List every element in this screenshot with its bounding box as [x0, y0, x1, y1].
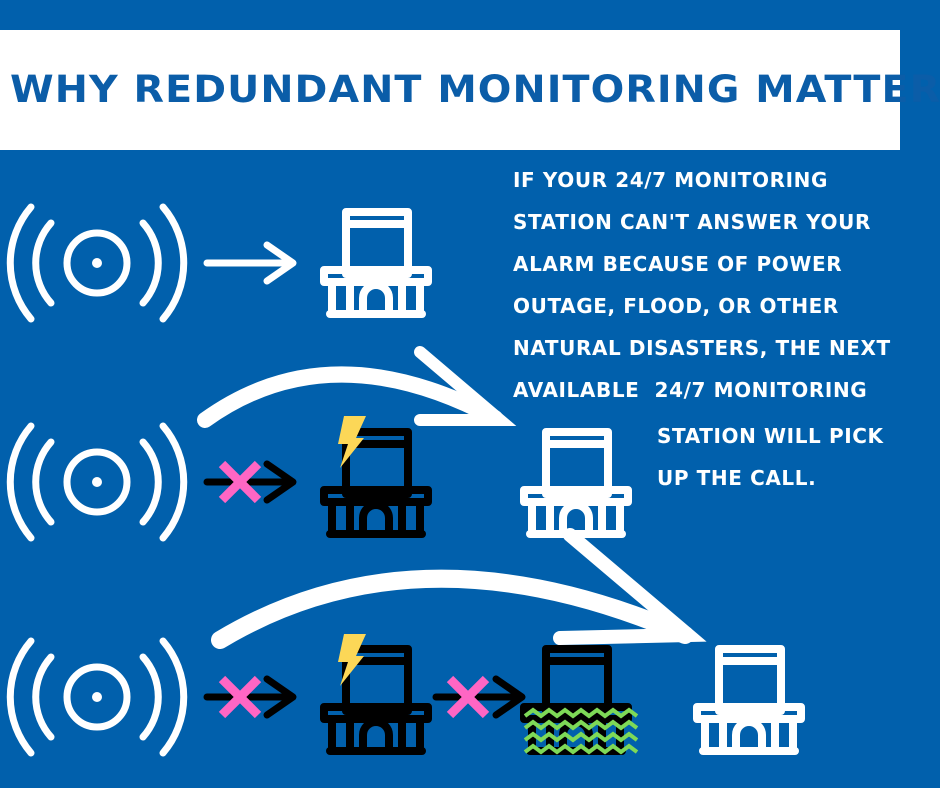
building-icon [697, 649, 801, 751]
body-text-line: ALARM BECAUSE OF POWER [513, 252, 843, 276]
alarm-signal-icon [10, 426, 183, 538]
curved-arrow-icon [197, 346, 517, 428]
flood-waves-icon [523, 707, 639, 755]
body-text-line: NATURAL DISASTERS, THE NEXT [513, 336, 891, 360]
body-text-line: IF YOUR 24/7 MONITORING [513, 168, 828, 192]
building-icon [324, 649, 428, 751]
title-banner [0, 30, 900, 150]
building-icon [324, 212, 428, 314]
body-text-line: UP THE CALL. [657, 466, 817, 490]
building-icon [324, 432, 428, 534]
body-text-line: AVAILABLE 24/7 MONITORING [513, 378, 868, 402]
curved-arrow-icon [211, 528, 707, 649]
body-text-line: STATION CAN'T ANSWER YOUR [513, 210, 871, 234]
alarm-signal-icon [10, 207, 183, 319]
body-text-line: OUTAGE, FLOOD, OR OTHER [513, 294, 839, 318]
body-text-line: STATION WILL PICK [657, 424, 884, 448]
building-icon [524, 432, 628, 534]
page-title: WHY REDUNDANT MONITORING MATTERS [10, 68, 940, 111]
alarm-signal-icon [10, 641, 183, 753]
arrow-right-icon [207, 245, 293, 281]
